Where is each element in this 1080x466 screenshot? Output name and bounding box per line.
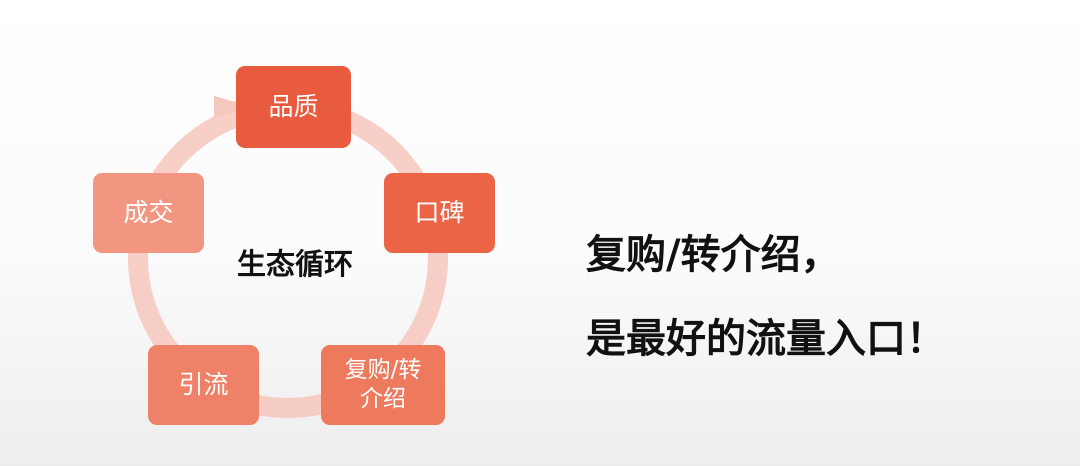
node-word-of-mouth: 口碑 bbox=[384, 173, 495, 253]
headline-line-2: 是最好的流量入口！ bbox=[586, 316, 946, 362]
node-traffic: 引流 bbox=[148, 345, 259, 425]
node-repeat-purchase-referral: 复购/转 介绍 bbox=[321, 345, 445, 425]
cycle-center-label: 生态循环 bbox=[236, 247, 353, 281]
node-deal: 成交 bbox=[93, 173, 204, 253]
headline-line-1: 复购/转介绍， bbox=[586, 232, 841, 278]
node-quality: 品质 bbox=[236, 66, 351, 148]
cycle-arrowhead-icon bbox=[214, 96, 250, 118]
